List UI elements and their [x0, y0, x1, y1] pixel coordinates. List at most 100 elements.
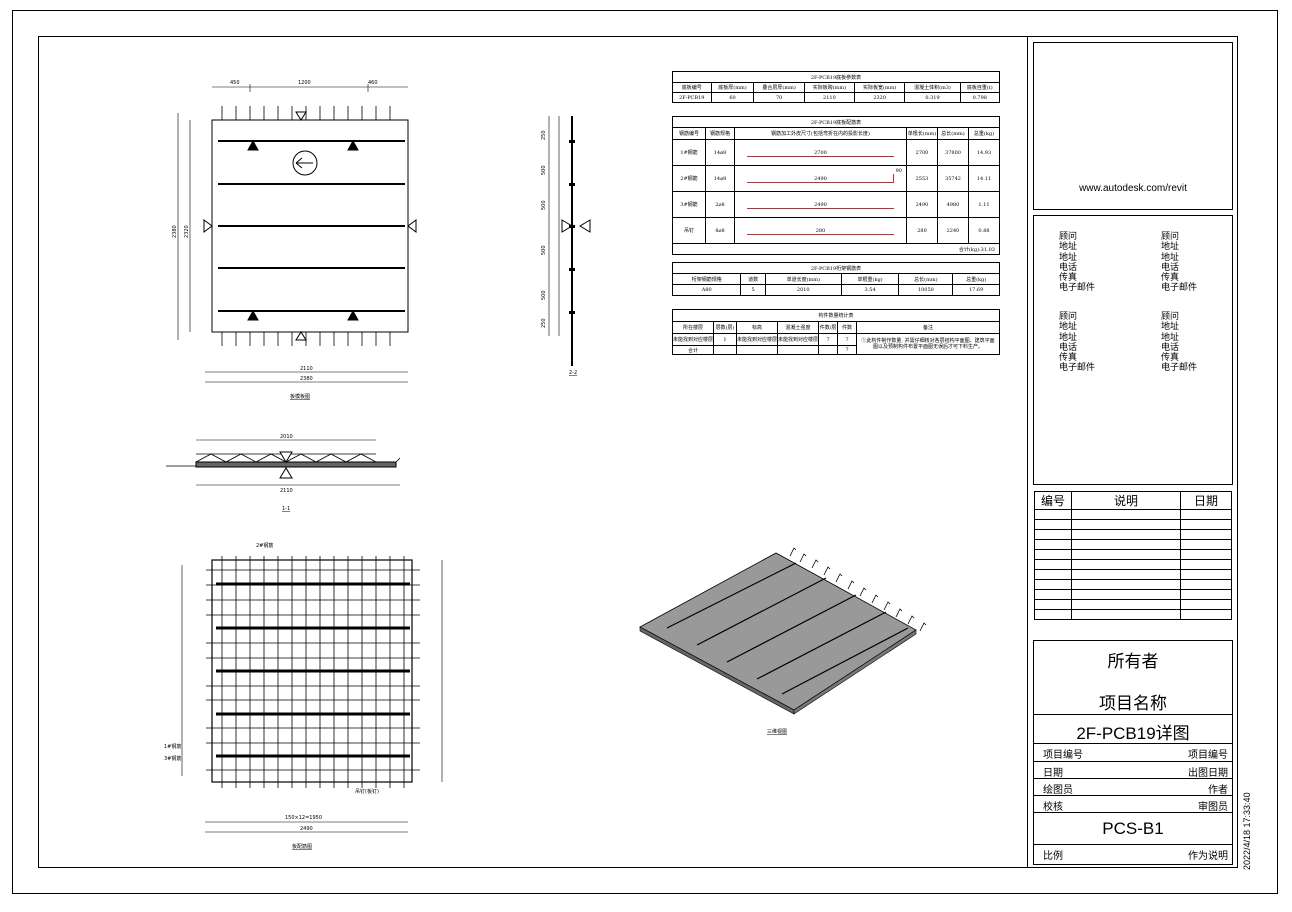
rebar-weight: 0.88: [968, 217, 1000, 244]
drawn-by-value: 作者: [1208, 785, 1228, 796]
reinf-dim-bottom-2: 2490: [300, 826, 313, 832]
reinf-caption: 板配筋图: [292, 843, 312, 850]
date-label: 日期: [1043, 768, 1063, 779]
info-row-date: 日期 出图日期: [1034, 761, 1232, 779]
direction-symbol: [292, 150, 318, 176]
info-row-project-no: 项目编号 项目编号: [1034, 744, 1232, 761]
truss-cell: 10050: [898, 284, 954, 296]
date-value: 出图日期: [1188, 768, 1228, 779]
rebar-row: 吊钉 8⌀8 280 280 2240 0.88: [672, 217, 1000, 244]
params-cell: 2320: [854, 92, 906, 103]
scale-label: 比例: [1043, 851, 1063, 862]
rebar-shape-cell: 2490: [734, 191, 907, 218]
rebar-shape-cell: 2490 90: [734, 165, 907, 192]
rebar-shape-line: [747, 182, 894, 183]
drawing-canvas: 450 1200 460 2110 2380 2380 2320 板模板图 25…: [164, 80, 927, 850]
rebar-dim: 2490: [814, 201, 827, 208]
sheet-name-row: 2F-PCB19详图: [1034, 714, 1232, 744]
sheet-name: 2F-PCB19详图: [1076, 724, 1190, 743]
section-22: [548, 116, 591, 366]
rebar-row: 2#钢筋 14⌀8 2490 90 2553 35742 14.11: [672, 165, 1000, 192]
truss-cell: 5: [740, 284, 766, 296]
rebar-shape-line: [747, 208, 894, 209]
sheet-info-panel: 所有者 项目名称 2F-PCB19详图 项目编号 项目编号 日期 出图日期 绘图…: [1033, 640, 1233, 865]
project-name: 项目名称: [1099, 694, 1167, 714]
info-row-drawn-by: 绘图员 作者: [1034, 778, 1232, 796]
rebar-row: 1#钢筋 14⌀8 2700 2700 37800 14.93: [672, 139, 1000, 166]
reinf-label-hook: 吊钉(板钉): [355, 788, 379, 795]
section-11: [166, 439, 401, 486]
rebar-id: 1#钢筋: [672, 139, 706, 166]
truss-cell: 3.54: [840, 284, 900, 296]
consultant-list-right: 顾问 地址 地址 电话 传真 电子邮件: [1161, 232, 1198, 294]
rebar-total-weight: 合计(kg):31.03: [672, 243, 1000, 255]
rebar-hook-line: [893, 174, 894, 182]
plan-dim-top-2: 1200: [298, 80, 311, 86]
rebar-dim: 2490: [814, 175, 827, 182]
plan-caption: 板模板图: [290, 393, 310, 400]
stats-cell: [777, 345, 820, 355]
section22-caption: 2-2: [569, 370, 577, 376]
info-row-scale: 比例 作为说明: [1034, 845, 1232, 862]
plan-rebar-ticks: [221, 106, 391, 346]
consultant-list-left-2: 顾问 地址 地址 电话 传真 电子邮件: [1059, 312, 1096, 374]
rebar-dim: 280: [815, 227, 826, 234]
params-cell: 0.798: [959, 92, 1001, 103]
consultant-list-right-2: 顾问 地址 地址 电话 传真 电子邮件: [1161, 312, 1198, 374]
plan-view: [177, 84, 417, 383]
reinf-label-2: 2#钢筋: [256, 542, 273, 549]
plan-dim-left-1: 2380: [172, 225, 178, 238]
rebar-hook-dim: 90: [895, 168, 902, 174]
s22-dim-4: 500: [541, 245, 547, 255]
rebar-shape-line: [747, 156, 894, 157]
truss-table: 2F-PCB19桁架钢筋表 桁架钢筋规格 道数 单道长度(mm) 单根重(kg)…: [671, 262, 1000, 296]
plan-dim-left-2: 2320: [184, 225, 190, 238]
rebar-shape-cell: 2700: [734, 139, 907, 166]
isometric-view: [639, 547, 927, 715]
truss-cell: 17.69: [952, 284, 1000, 296]
title-block-divider: [1027, 36, 1028, 868]
iso-rebar-hooks: [789, 547, 927, 632]
rebar-weight: 1.11: [968, 191, 1000, 218]
project-no-value: 项目编号: [1188, 750, 1228, 761]
s11-dim-bottom: 2110: [280, 488, 293, 494]
rebar-spec: 14⌀8: [705, 139, 735, 166]
stats-cell: 未能找到对应楼层: [736, 333, 779, 346]
info-row-checked-by: 校核 审图员: [1034, 795, 1232, 813]
plan-dim-top-1: 450: [230, 80, 240, 86]
consultants-panel: 顾问 地址 地址 电话 传真 电子邮件 顾问 地址 地址 电话 传真 电子邮件 …: [1033, 215, 1233, 485]
reinf-truss-bands: [216, 582, 410, 758]
rebar-shape-line: [747, 234, 894, 235]
section11-caption: 1-1: [282, 506, 290, 512]
sheet-number-row: PCS-B1: [1034, 812, 1232, 845]
s11-dim-top: 2010: [280, 434, 293, 440]
rev-header-desc: 说明: [1071, 491, 1181, 510]
stats-note: ①此构件制作数量, 并需仔细核对各层结构平面图、建筑平面图以及预制构件布置平面图…: [856, 333, 1000, 355]
s22-dim-1: 250: [541, 130, 547, 140]
owner-label: 所有者: [1107, 652, 1159, 672]
truss-cell: A80: [671, 284, 742, 296]
iso-caption: 三维视图: [767, 728, 787, 735]
stats-table: 构件数量统计表 所在楼层 层数(层) 标高 混凝土强度 件数/层 件数 备注 未…: [671, 309, 1000, 355]
s22-dim-6: 250: [541, 318, 547, 328]
sheet-outer-border: [12, 10, 1278, 894]
reinf-label-1: 1#钢筋: [164, 743, 181, 750]
rebar-spec: 14⌀8: [705, 165, 735, 192]
stats-cell: 合计: [671, 345, 715, 355]
s22-dim-5: 500: [541, 290, 547, 300]
reinf-label-3: 3#钢筋: [164, 755, 181, 762]
rev-header-date: 日期: [1180, 491, 1232, 510]
rebar-weight: 14.11: [968, 165, 1000, 192]
rebar-spec: 2⌀8: [705, 191, 735, 218]
plan-dim-bottom-1: 2110: [300, 366, 313, 372]
iso-truss-lines: [666, 562, 909, 695]
checked-by-label: 校核: [1043, 802, 1063, 813]
s22-dim-2: 500: [541, 165, 547, 175]
drawn-by-label: 绘图员: [1043, 785, 1073, 796]
rebar-table: 2F-PCB19底板配筋表 钢筋编号 钢筋规格 钢筋加工外皮尺寸(包括弯折在内的…: [672, 116, 1000, 255]
rebar-row: 3#钢筋 2⌀8 2490 2490 4980 1.11: [672, 191, 1000, 218]
rev-header-no: 编号: [1034, 491, 1072, 510]
rebar-shape-cell: 280: [734, 217, 907, 244]
print-timestamp: 2022/4/18 17:33:40: [1242, 792, 1252, 870]
rebar-single: 2553: [906, 165, 938, 192]
